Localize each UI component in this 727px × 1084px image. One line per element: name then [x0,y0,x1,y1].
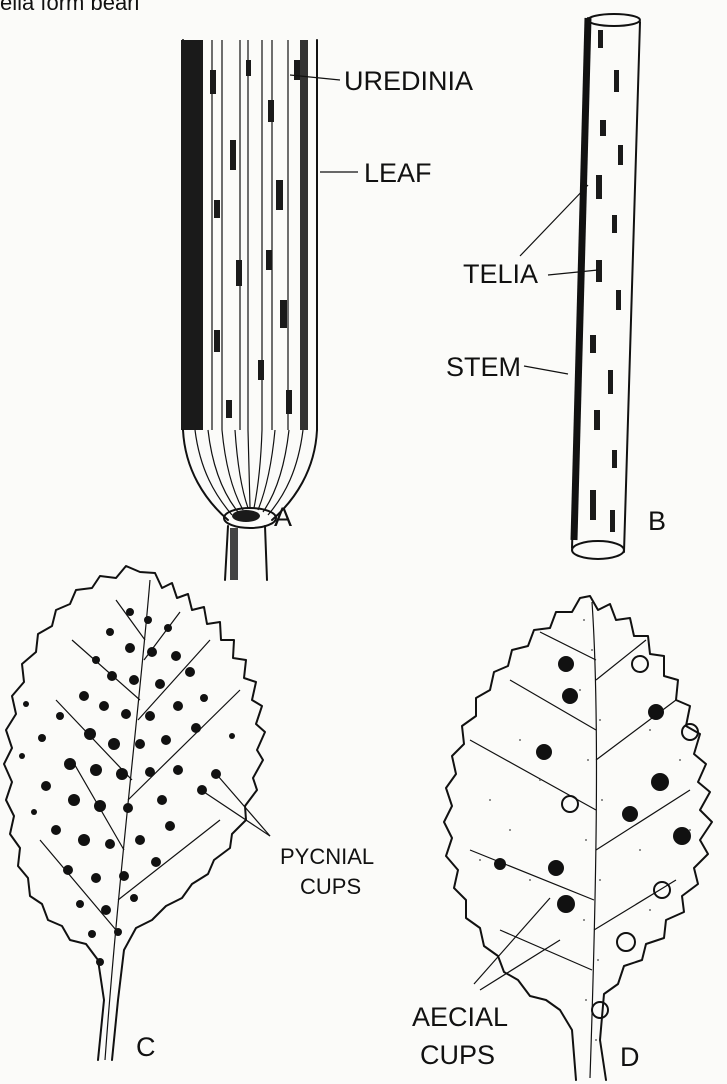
panel-d-letter: D [620,1042,640,1072]
pycnial-label-line2: CUPS [300,874,361,899]
panel-c-leaf: PYCNIAL CUPS C [4,566,374,1062]
panel-b-stem: TELIA STEM B [446,14,666,559]
panel-a-letter: A [274,502,292,532]
leaf-label: LEAF [364,158,432,188]
spermatia-stipple [479,619,691,1041]
telia-leader-line-lower [548,270,598,275]
panel-c-letter: C [136,1032,156,1062]
aecial-label-line2: CUPS [420,1040,495,1070]
aecial-label-line1: AECIAL [412,1002,508,1032]
uredinia-label: UREDINIA [344,66,473,96]
leaf-c-illustration [4,566,265,1060]
panel-d-leaf: AECIAL CUPS D [412,596,712,1080]
telia-label: TELIA [463,259,538,289]
aecial-leader-line-upper [474,898,550,984]
telia-leader-line-upper [520,185,588,256]
panel-b-letter: B [648,506,666,536]
stem-illustration [572,14,640,559]
panel-a-leaf-sheath: UREDINIA LEAF A [181,40,473,580]
pycnial-label-line1: PYCNIAL [280,844,374,869]
leaf-sheath-illustration [181,40,317,580]
header-fragment: ella form beari [0,0,139,15]
stem-leader-line [524,366,568,374]
stem-label: STEM [446,352,521,382]
pycnial-cups [19,608,235,966]
aecial-cups [494,656,691,913]
